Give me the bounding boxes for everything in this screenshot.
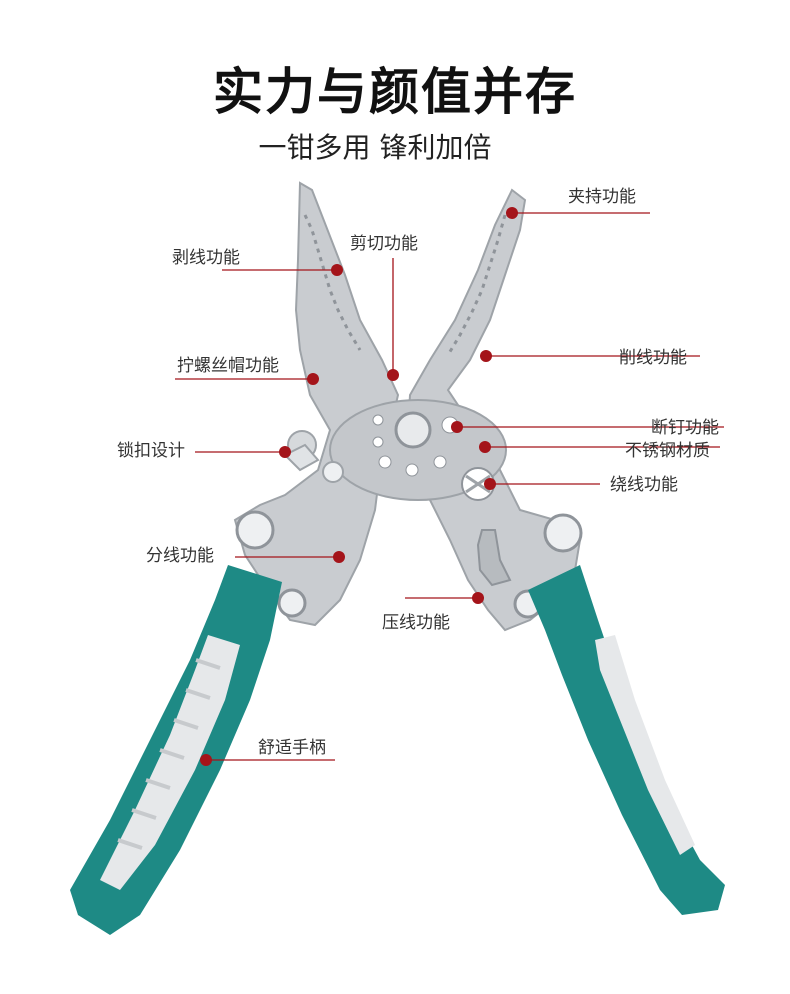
cut-marker (387, 369, 399, 381)
screw-marker (307, 373, 319, 385)
label-grip: 舒适手柄 (258, 738, 326, 758)
pivot-plate (329, 399, 507, 501)
label-wind: 绕线功能 (610, 475, 678, 495)
lock-clip (283, 430, 344, 483)
page-subtitle: 一钳多用 锋利加倍 (258, 131, 492, 164)
right-handle (528, 565, 725, 915)
split-marker (333, 551, 345, 563)
label-screw: 拧螺丝帽功能 (177, 356, 279, 376)
grip-marker (200, 754, 212, 766)
label-strip: 剥线功能 (172, 248, 240, 268)
label-split: 分线功能 (146, 546, 214, 566)
wind-marker (484, 478, 496, 490)
callout-labels: 夹持功能 剪切功能 剥线功能 拧螺丝帽功能 削线功能 断钉功能 不锈钢材质 锁扣… (117, 187, 719, 758)
strip-marker (331, 264, 343, 276)
label-lock: 锁扣设计 (117, 441, 185, 461)
label-bolt-cut: 断钉功能 (651, 418, 719, 438)
label-clamp: 夹持功能 (568, 187, 636, 207)
lock-marker (279, 446, 291, 458)
pare-marker (480, 350, 492, 362)
left-jaw (233, 181, 400, 627)
rivets (235, 510, 583, 619)
bolt-cut-marker (451, 421, 463, 433)
label-cut: 剪切功能 (350, 234, 418, 254)
stainless-marker (479, 441, 491, 453)
page-title: 实力与颜值并存 (213, 63, 577, 121)
label-stainless: 不锈钢材质 (625, 441, 710, 461)
clamp-marker (506, 207, 518, 219)
left-handle (70, 565, 282, 935)
label-pare: 削线功能 (619, 348, 687, 368)
marker-dots (200, 207, 518, 766)
leader-lines (175, 212, 724, 761)
label-crimp: 压线功能 (382, 613, 450, 633)
crimp-marker (472, 592, 484, 604)
crimp-piece (476, 529, 512, 587)
